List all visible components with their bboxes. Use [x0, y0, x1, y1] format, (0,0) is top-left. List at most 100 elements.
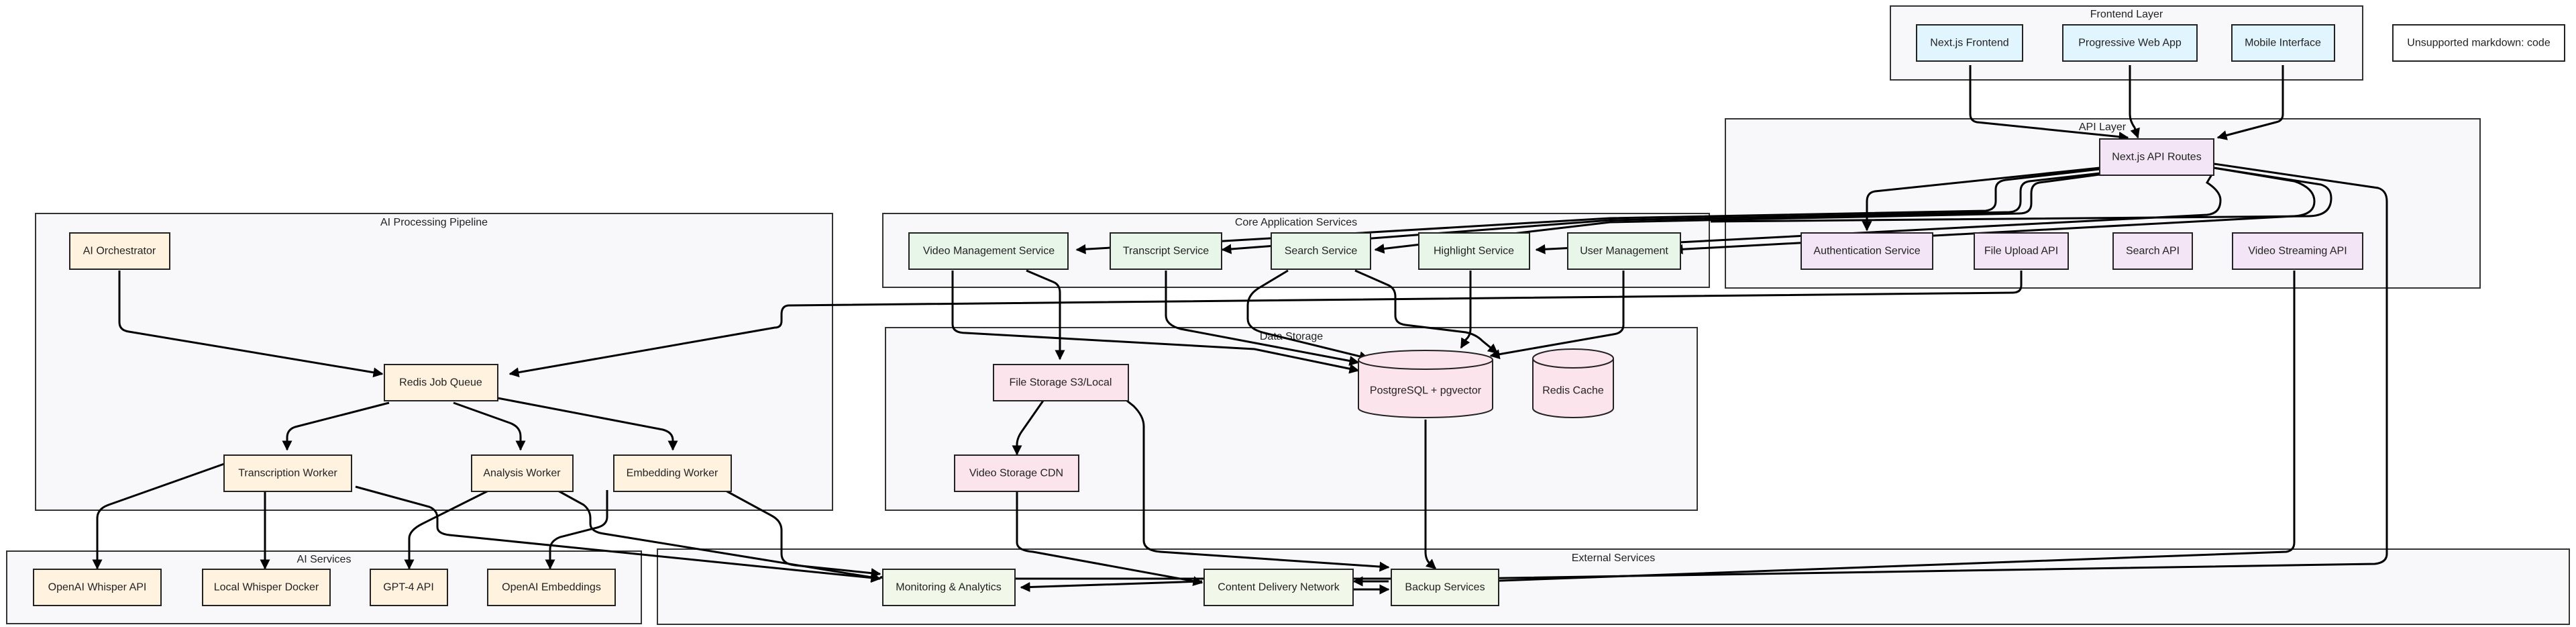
- node-openai-embeddings[interactable]: OpenAI Embeddings: [487, 569, 616, 606]
- edge-user-mgmt-to-postgres: [1489, 271, 1625, 360]
- node-video-streaming-api[interactable]: Video Streaming API: [2232, 232, 2363, 270]
- edge-postgres-to-backup: [1424, 420, 1437, 570]
- node-nextjs-frontend[interactable]: Next.js Frontend: [1916, 24, 2023, 62]
- node-search-service[interactable]: Search Service: [1271, 232, 1371, 270]
- node-label: GPT-4 API: [383, 582, 434, 593]
- edge-file-storage-to-backup: [1126, 399, 1390, 572]
- node-label: Redis Job Queue: [399, 377, 482, 389]
- edge-upload-to-redis-queue: [508, 271, 2023, 378]
- edge-analysis-worker-to-monitoring: [556, 489, 881, 583]
- node-label: Transcript Service: [1123, 246, 1209, 257]
- node-monitoring-analytics[interactable]: Monitoring & Analytics: [882, 569, 1016, 606]
- node-search-api[interactable]: Search API: [2112, 232, 2193, 270]
- edge-redis-queue-to-embed-worker: [497, 397, 678, 451]
- node-label: Authentication Service: [1813, 246, 1920, 257]
- edge-mobile-to-api-routes: [2216, 65, 2284, 140]
- node-label: Highlight Service: [1434, 246, 1514, 257]
- node-label: OpenAI Whisper API: [48, 582, 147, 593]
- node-analysis-worker[interactable]: Analysis Worker: [471, 454, 574, 492]
- edge-api-routes-to-search-svc: [1374, 171, 2115, 254]
- node-label: Next.js Frontend: [1930, 38, 2008, 49]
- node-backup-services[interactable]: Backup Services: [1391, 569, 1499, 606]
- edge-api-routes-to-highlight: [1535, 171, 2222, 254]
- note-label: Unsupported markdown: code: [2407, 38, 2551, 49]
- cluster-title: AI Services: [297, 554, 352, 565]
- node-label: OpenAI Embeddings: [502, 582, 601, 593]
- edge-transcript-to-postgres: [1165, 271, 1360, 366]
- node-postgresql[interactable]: PostgreSQL + pgvector: [1358, 350, 1493, 418]
- edge-api-routes-to-user-mgmt: [1672, 166, 2316, 254]
- edges: [92, 65, 2388, 595]
- node-highlight-service[interactable]: Highlight Service: [1418, 232, 1530, 270]
- node-label: Video Streaming API: [2248, 246, 2347, 257]
- node-local-whisper-docker[interactable]: Local Whisper Docker: [202, 569, 331, 606]
- node-label: Redis Cache: [1542, 385, 1604, 397]
- node-label: Backup Services: [1405, 582, 1485, 593]
- cluster-title: Core Application Services: [1235, 217, 1357, 228]
- node-openai-whisper-api[interactable]: OpenAI Whisper API: [33, 569, 162, 606]
- edge-api-routes-to-monitoring: [879, 162, 2388, 583]
- node-label: File Upload API: [1984, 246, 2058, 257]
- edge-trans-worker-to-whisper: [92, 462, 227, 570]
- node-content-delivery-network[interactable]: Content Delivery Network: [1203, 569, 1354, 606]
- edge-frontend-to-api-routes: [1969, 65, 2129, 142]
- edge-cdn-to-monitoring: [1020, 580, 1203, 593]
- node-label: Embedding Worker: [627, 468, 718, 479]
- node-label: Progressive Web App: [2078, 38, 2182, 49]
- cluster-title: AI Processing Pipeline: [380, 217, 488, 228]
- node-transcription-worker[interactable]: Transcription Worker: [223, 454, 352, 492]
- edge-api-routes-to-auth: [1862, 166, 2100, 232]
- node-file-upload-api[interactable]: File Upload API: [1974, 232, 2069, 270]
- node-label: AI Orchestrator: [83, 246, 156, 257]
- clusters: Frontend Layer API Layer AI Processing P…: [6, 5, 2570, 625]
- node-label: Analysis Worker: [483, 468, 561, 479]
- node-progressive-web-app[interactable]: Progressive Web App: [2062, 24, 2198, 62]
- cluster-title: External Services: [1572, 552, 1656, 564]
- nodes: Next.js Frontend Progressive Web App Mob…: [33, 24, 2565, 606]
- edge-api-routes-to-video-mgmt: [1075, 168, 2100, 254]
- edge-file-storage-to-video-cdn: [1012, 400, 1044, 456]
- edge-search-to-redis-cache: [1354, 269, 1499, 354]
- node-label: User Management: [1580, 246, 1668, 257]
- edge-embed-worker-to-embeddings: [545, 490, 608, 570]
- node-redis-job-queue[interactable]: Redis Job Queue: [384, 364, 498, 401]
- node-nextjs-api-routes[interactable]: Next.js API Routes: [2099, 138, 2214, 176]
- node-label: Transcription Worker: [238, 468, 337, 479]
- node-authentication-service[interactable]: Authentication Service: [1801, 232, 1933, 270]
- edge-analysis-worker-to-gpt4: [404, 489, 490, 570]
- node-label: Search Service: [1285, 246, 1358, 257]
- node-label: Video Management Service: [923, 246, 1055, 257]
- node-label: Content Delivery Network: [1218, 582, 1340, 593]
- edge-embed-worker-to-monitoring: [724, 489, 881, 579]
- node-video-management-service[interactable]: Video Management Service: [908, 232, 1069, 270]
- cluster-title: Data Storage: [1260, 331, 1323, 342]
- node-file-storage[interactable]: File Storage S3/Local: [993, 364, 1129, 401]
- node-redis-cache[interactable]: Redis Cache: [1532, 348, 1614, 418]
- edge-api-routes-to-transcript: [1221, 171, 2107, 254]
- node-label: Next.js API Routes: [2112, 152, 2201, 163]
- edge-video-mgmt-to-postgres: [951, 271, 1360, 374]
- node-gpt4-api[interactable]: GPT-4 API: [370, 569, 448, 606]
- node-mobile-interface[interactable]: Mobile Interface: [2231, 24, 2335, 62]
- node-ai-orchestrator[interactable]: AI Orchestrator: [69, 232, 170, 270]
- node-label: Video Storage CDN: [969, 468, 1063, 479]
- node-user-management[interactable]: User Management: [1567, 232, 1681, 270]
- cluster-title: Frontend Layer: [2090, 9, 2163, 20]
- node-label: File Storage S3/Local: [1010, 377, 1112, 389]
- edge-search-to-postgres: [1246, 269, 1370, 362]
- edge-trans-worker-to-monitoring: [355, 485, 881, 583]
- node-transcript-service[interactable]: Transcript Service: [1110, 232, 1222, 270]
- edge-video-cdn-to-cdn: [1016, 490, 1203, 586]
- node-label: Monitoring & Analytics: [896, 582, 1001, 593]
- edge-streaming-to-cdn: [1407, 271, 2296, 589]
- node-video-storage-cdn[interactable]: Video Storage CDN: [954, 454, 1079, 492]
- edge-video-mgmt-to-file-storage: [1026, 269, 1065, 360]
- edge-ai-orch-to-redis-queue: [118, 271, 384, 378]
- node-unsupported-markdown-note: Unsupported markdown: code: [2392, 24, 2565, 62]
- node-label: Local Whisper Docker: [214, 582, 319, 593]
- node-label: Search API: [2126, 246, 2180, 257]
- node-embedding-worker[interactable]: Embedding Worker: [613, 454, 732, 492]
- edge-redis-queue-to-analysis-worker: [453, 401, 526, 451]
- cluster-title: API Layer: [2079, 122, 2127, 133]
